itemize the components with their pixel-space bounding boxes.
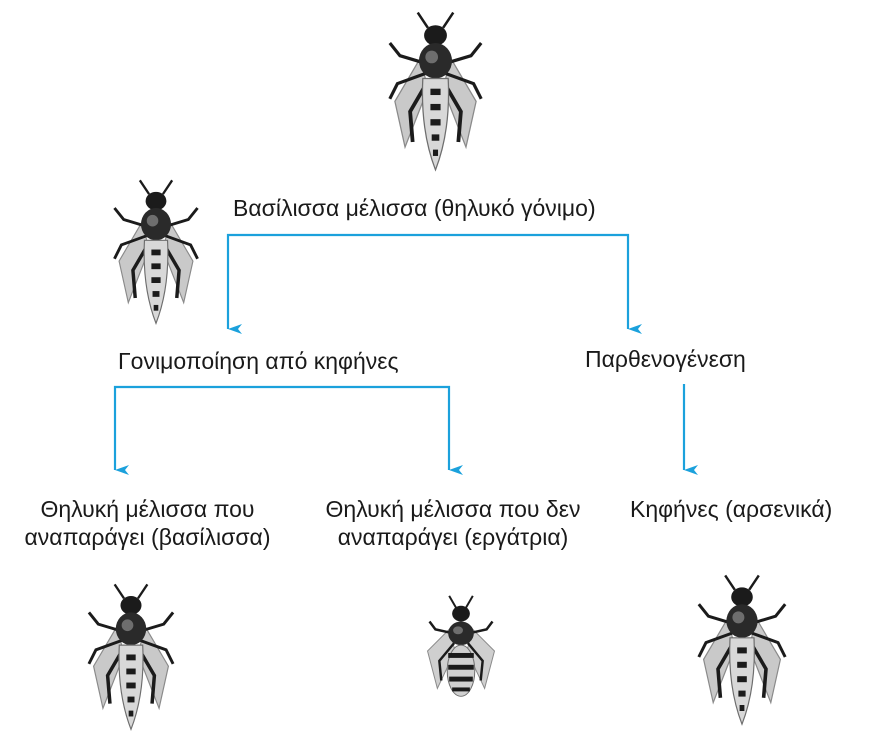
worker-offspring-line2: αναπαράγει (εργάτρια)	[307, 523, 599, 551]
queen-bee-left-icon	[92, 178, 220, 328]
worker-bee-icon	[407, 588, 515, 716]
worker-offspring-label: Θηλυκή μέλισσα που δεν αναπαράγει (εργάτ…	[307, 495, 599, 551]
queen-offspring-label: Θηλυκή μέλισσα που αναπαράγει (βασίλισσα…	[0, 495, 295, 551]
queen-bee-top-icon	[368, 10, 503, 175]
root-label: Βασίλισσα μέλισσα (θηλυκό γόνιμο)	[233, 194, 596, 222]
queen-offspring-line2: αναπαράγει (βασίλισσα)	[0, 523, 295, 551]
worker-offspring-line1: Θηλυκή μέλισσα που δεν	[307, 495, 599, 523]
arrow-fertilization-to-offspring	[115, 387, 449, 470]
queen-bee-offspring-icon	[67, 582, 195, 734]
queen-offspring-line1: Θηλυκή μέλισσα που	[0, 495, 295, 523]
drone-offspring-label: Κηφήνες (αρσενικά)	[630, 495, 832, 523]
parthenogenesis-label: Παρθενογένεση	[585, 345, 746, 373]
arrow-root-to-fertilization	[228, 235, 628, 329]
drone-bee-icon	[682, 572, 802, 730]
fertilization-label: Γονιμοποίηση από κηφήνες	[118, 347, 399, 375]
